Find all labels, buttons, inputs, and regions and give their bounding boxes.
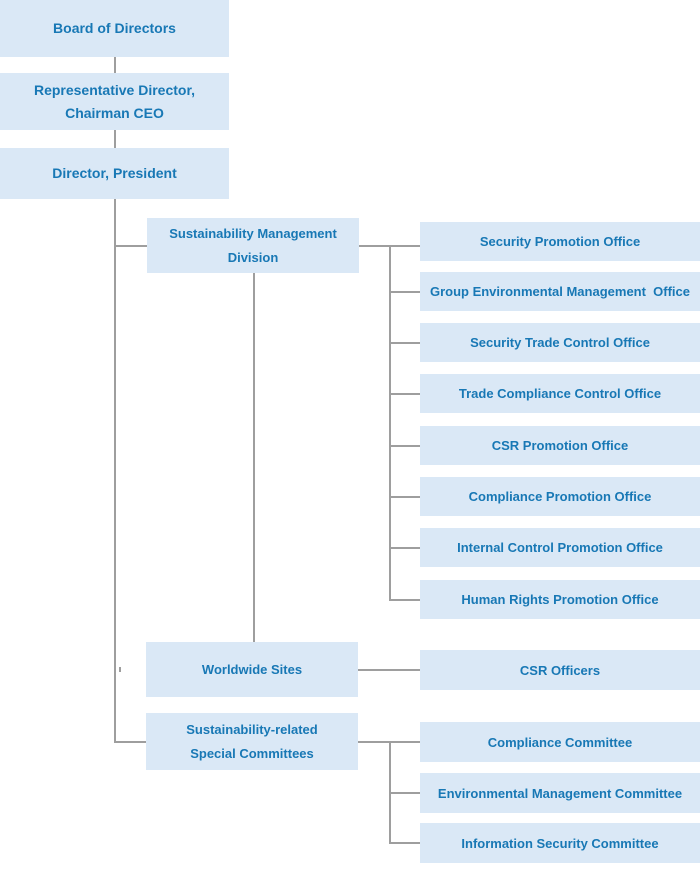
connector-committee-stub-3 — [389, 842, 420, 844]
connector-division-worldwide — [253, 273, 255, 642]
node-label-line2: Special Committees — [190, 745, 314, 761]
node-security-promotion-office: Security Promotion Office — [420, 222, 700, 261]
connector-committee-stub-2 — [389, 792, 420, 794]
node-board-of-directors: Board of Directors — [0, 0, 229, 57]
node-label: Human Rights Promotion Office — [461, 592, 659, 607]
node-label: Board of Directors — [53, 20, 176, 36]
node-label-line2: Division — [227, 249, 279, 265]
connector-tick-mark — [119, 667, 121, 672]
node-label-line1: Sustainability-related — [186, 721, 318, 737]
node-label: Compliance Promotion Office — [468, 489, 652, 504]
node-sustainability-management-division: Sustainability Management Division — [147, 218, 359, 273]
node-csr-officers: CSR Officers — [420, 650, 700, 690]
node-sustainability-related-special-committees: Sustainability-related Special Committee… — [146, 713, 358, 770]
connector-office-stub-2 — [389, 291, 420, 293]
connector-office-stub-5 — [389, 445, 420, 447]
node-label: Information Security Committee — [461, 835, 659, 851]
node-label: Group Environmental Management Office — [429, 284, 691, 299]
node-human-rights-promotion-office: Human Rights Promotion Office — [420, 580, 700, 619]
node-chairman-ceo: Representative Director, Chairman CEO — [0, 73, 229, 130]
node-label-line1: Representative Director, — [33, 81, 196, 98]
node-director-president: Director, President — [0, 148, 229, 199]
node-information-security-committee: Information Security Committee — [420, 823, 700, 863]
node-compliance-committee: Compliance Committee — [420, 722, 700, 762]
node-trade-compliance-control-office: Trade Compliance Control Office — [420, 374, 700, 413]
connector-left-trunk — [114, 199, 116, 743]
node-label: Director, President — [52, 165, 177, 181]
connector-office-stub-3 — [389, 342, 420, 344]
node-label-line2: Chairman CEO — [65, 104, 164, 121]
node-label: Worldwide Sites — [201, 662, 303, 677]
node-label: Security Promotion Office — [479, 234, 641, 249]
node-label: Trade Compliance Control Office — [458, 386, 662, 401]
node-label-line1: Sustainability Management — [169, 225, 337, 241]
node-group-environmental-management-office: Group Environmental Management Office — [420, 272, 700, 311]
node-csr-promotion-office: CSR Promotion Office — [420, 426, 700, 465]
node-label: Environmental Management Committee — [437, 785, 683, 801]
node-label: Compliance Committee — [487, 734, 633, 750]
node-label: Internal Control Promotion Office — [457, 540, 663, 555]
node-label: CSR Officers — [519, 662, 601, 678]
connector-offices-trunk — [389, 245, 391, 601]
node-security-trade-control-office: Security Trade Control Office — [420, 323, 700, 362]
node-label: Security Trade Control Office — [470, 335, 650, 350]
node-label: CSR Promotion Office — [491, 438, 629, 453]
connector-trunk-committees-head — [114, 741, 146, 743]
node-internal-control-promotion-office: Internal Control Promotion Office — [420, 528, 700, 567]
connector-office-stub-4 — [389, 393, 420, 395]
connector-office-stub-7 — [389, 547, 420, 549]
node-worldwide-sites: Worldwide Sites — [146, 642, 358, 697]
connector-office-stub-6 — [389, 496, 420, 498]
connector-chairman-president — [114, 130, 116, 148]
connector-board-chairman — [114, 57, 116, 73]
node-environmental-management-committee: Environmental Management Committee — [420, 773, 700, 813]
node-compliance-promotion-office: Compliance Promotion Office — [420, 477, 700, 516]
connector-trunk-division — [114, 245, 147, 247]
connector-worldwide-csr — [358, 669, 420, 671]
connector-office-stub-8 — [389, 599, 420, 601]
